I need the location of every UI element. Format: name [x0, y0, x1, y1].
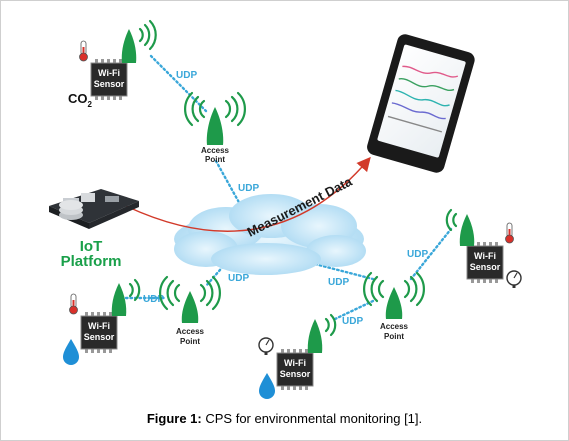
wifi-sensor-label-line2: Sensor [470, 262, 501, 272]
antenna-icon [307, 319, 323, 353]
wifi-waves-icon [445, 208, 458, 232]
water-drop-icon [259, 373, 275, 399]
gauge-icon [258, 337, 274, 355]
wifi-waves-icon [363, 271, 425, 307]
link-sensor1-ap1 [149, 54, 208, 113]
access-point-label-line1: Access [201, 146, 230, 155]
chip-body [90, 62, 128, 97]
udp-label-4: UDP [143, 294, 164, 305]
wifi-sensor-label-line2: Sensor [280, 369, 311, 379]
wifi-sensor-label-line1: Wi-Fi [88, 321, 110, 331]
chip-body [276, 352, 314, 387]
phone-chart-line-5 [387, 115, 443, 133]
antenna-icon [385, 287, 403, 319]
udp-label-6: UDP [342, 316, 363, 327]
access-point-label-line2: Point [384, 332, 404, 341]
access-point-2: Access Point [159, 275, 221, 346]
udp-label-7: UDP [407, 249, 428, 260]
link-sensor3-ap3 [333, 299, 375, 321]
thermometer-icon [79, 40, 88, 62]
wifi-sensor-3: Wi-Fi Sensor [258, 313, 337, 399]
wifi-sensor-label-line1: Wi-Fi [474, 251, 496, 261]
chip-body [466, 245, 504, 280]
chip-pins [85, 312, 112, 353]
access-point-label-line1: Access [380, 322, 409, 331]
udp-label-2: UDP [238, 183, 259, 194]
iot-label-line1: IoT [80, 238, 103, 255]
iot-platform-board [49, 189, 139, 229]
phone-chart-line-3 [395, 89, 450, 107]
antenna-icon [121, 29, 137, 63]
udp-label-3: UDP [228, 273, 249, 284]
antenna-icon [206, 107, 224, 145]
phone-chart-line-2 [398, 78, 455, 92]
link-cloud-ap3 [309, 261, 375, 281]
udp-labels: UDP UDP UDP UDP UDP UDP UDP [143, 70, 428, 327]
chip-pins [95, 59, 122, 100]
water-drop-icon [63, 339, 79, 365]
link-ap1-cloud [214, 159, 243, 208]
wifi-waves-icon [159, 275, 221, 311]
access-point-label-line1: Access [176, 327, 205, 336]
smartphone [367, 34, 475, 173]
chip-pins [281, 349, 308, 390]
chip-body [80, 315, 118, 350]
antenna-icon [111, 283, 127, 316]
wifi-sensor-4: Wi-Fi Sensor [445, 208, 522, 288]
udp-label-5: UDP [328, 277, 349, 288]
measurement-data-arrow [125, 156, 371, 232]
caption-label: Figure 1: [146, 411, 202, 426]
wifi-sensor-1: Wi-Fi Sensor CO2 [68, 19, 157, 109]
phone-chart-line-1 [402, 65, 459, 78]
antenna-icon [181, 291, 199, 323]
wifi-sensor-label-line2: Sensor [94, 79, 125, 89]
wifi-sensor-label-line2: Sensor [84, 332, 115, 342]
access-point-label-line2: Point [205, 155, 225, 164]
antenna-icon [459, 214, 475, 246]
wifi-waves-icon [324, 313, 337, 337]
thermometer-icon [505, 222, 514, 244]
wifi-waves-icon [184, 91, 246, 127]
co2-label: CO2 [68, 91, 93, 109]
iot-label-line2: Platform [61, 253, 122, 270]
access-point-label-line2: Point [180, 337, 200, 346]
wifi-sensor-label-line1: Wi-Fi [284, 358, 306, 368]
figure-caption: Figure 1: CPS for environmental monitori… [1, 411, 568, 426]
cloud [174, 194, 366, 275]
access-point-1: Access Point [184, 91, 246, 164]
phone-chart-line-4 [391, 102, 446, 120]
thermometer-icon [69, 293, 78, 315]
wifi-sensor-label-line1: Wi-Fi [98, 68, 120, 78]
gauge-icon [506, 270, 522, 288]
access-point-3: Access Point [363, 271, 425, 341]
link-ap3-sensor4 [409, 227, 453, 281]
wifi-waves-icon [138, 19, 157, 51]
caption-text: CPS for environmental monitoring [1]. [201, 411, 423, 426]
wifi-waves-icon [128, 278, 141, 302]
cps-diagram: UDP UDP UDP UDP UDP UDP UDP Measurement … [49, 19, 522, 399]
udp-label-1: UDP [176, 70, 197, 81]
udp-links [124, 54, 453, 321]
wifi-sensor-2: Wi-Fi Sensor [63, 278, 141, 365]
